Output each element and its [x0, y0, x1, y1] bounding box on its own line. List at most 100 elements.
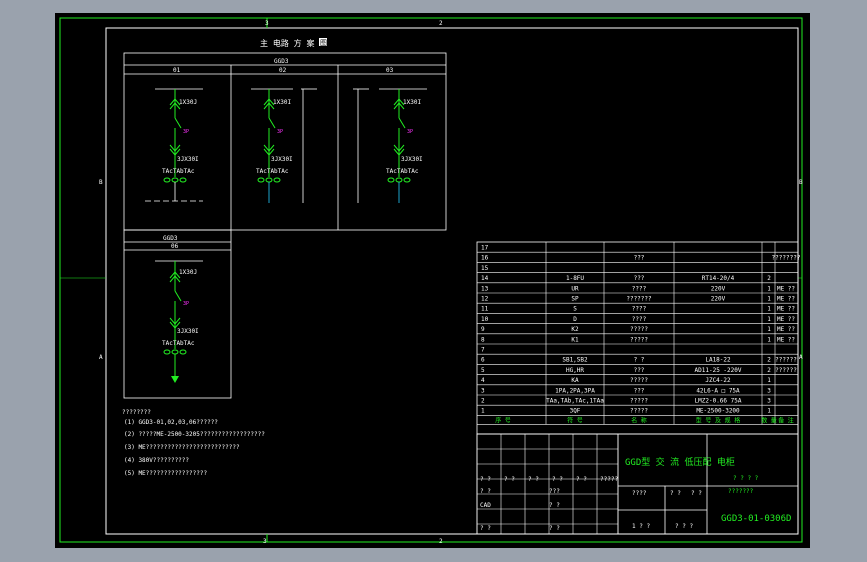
bom-row-number: 16 [481, 255, 489, 262]
bom-cell: 3QF [570, 408, 581, 415]
ct-symbol [163, 177, 171, 183]
bom-cell: LMZ2-0.66 75A [695, 398, 742, 405]
title-block: GGD型 交 流 低压配 电柜 ? ? ? ? ??????? GGD3-01-… [476, 433, 799, 535]
tb-cell: CAD [480, 502, 491, 509]
bom-row-number: 9 [481, 326, 485, 333]
scheme-table [123, 52, 447, 231]
bom-cell: ME ?? [777, 336, 795, 343]
cabinet-type: GGD3 [163, 235, 178, 242]
technical-notes: ???????? (1) GGD3-01,02,03,06?????? (2) … [122, 409, 265, 477]
bom-row-number: 1 [481, 408, 485, 415]
zone-label: 2 [439, 538, 443, 545]
ct-symbol [171, 349, 179, 355]
disconnector-symbol [169, 144, 181, 156]
bom-row-number: 11 [481, 306, 489, 313]
ct-symbol [265, 177, 273, 183]
drawing-name-sub: ??????? [728, 488, 754, 495]
tb-cell: 1 ? ? [632, 523, 650, 530]
outer-frame [59, 17, 803, 543]
scheme-title-cont: 图 [320, 39, 327, 47]
bom-cell: 2 [767, 275, 771, 282]
bom-row-number: 10 [481, 316, 489, 323]
bom-cell: ???? [632, 285, 647, 292]
bom-row-number: 8 [481, 336, 485, 343]
bom-header-cell: 型 号 及 规 格 [696, 416, 740, 424]
ct-label: TAcTAbTAc [386, 168, 419, 175]
scheme-column-label: 06 [171, 243, 179, 250]
tb-cell: ? ? [480, 525, 491, 532]
bom-cell: ME ?? [777, 326, 795, 333]
breaker-symbol [398, 117, 406, 129]
bom-cell: ????? [630, 377, 648, 384]
breaker-symbol [174, 290, 182, 302]
bus-label: 3JX30I [177, 328, 199, 335]
bom-cell: HG,HR [566, 367, 584, 374]
drawing-sheet: 3 2 3 2 B A B A 主 电路 方 案 图 GGD3 01 02 03… [55, 13, 810, 548]
bom-cell: SP [571, 296, 579, 303]
breaker-label: 3P [407, 129, 413, 135]
bom-row-number: 17 [481, 245, 489, 252]
disconnector-symbol [393, 98, 405, 110]
switch-label: 1X30I [403, 99, 421, 106]
bom-cell: 1 [767, 296, 771, 303]
scheme-title: 主 电路 方 案 [260, 38, 314, 48]
bom-cell: ME ?? [777, 285, 795, 292]
breaker-symbol [268, 117, 276, 129]
bom-cell: ????? [630, 408, 648, 415]
bom-cell: ME ?? [777, 296, 795, 303]
tb-cell: ? ? [549, 502, 560, 509]
switch-label: 1X30J [179, 269, 197, 276]
bom-cell: 2 [767, 367, 771, 374]
ct-symbol [395, 177, 403, 183]
drawing-canvas: 3 2 3 2 B A B A 主 电路 方 案 图 GGD3 01 02 03… [59, 17, 803, 545]
note-line: (2) ?????ME-2500-3205?????????????????? [124, 431, 265, 438]
zone-label: A [99, 354, 103, 361]
bom-cell: K2 [571, 326, 579, 333]
tb-cell: ? ? [480, 476, 491, 483]
bom-row-number: 15 [481, 265, 489, 272]
ct-symbol [273, 177, 281, 183]
bom-cell: 3 [767, 398, 771, 405]
title-marker [319, 38, 327, 46]
zone-label: 3 [265, 20, 269, 27]
tb-cell: ? ? [480, 488, 491, 495]
bus-label: 3JX30I [401, 156, 423, 163]
bom-cell: ???????? [772, 255, 801, 262]
scheme-table-lower [123, 229, 232, 399]
tb-cell: ? ? [528, 476, 539, 483]
bom-cell: ???? [632, 316, 647, 323]
scheme-column-label: 01 [173, 67, 181, 74]
bus-label: 3JX30I [271, 156, 293, 163]
bom-cell: 1 [767, 326, 771, 333]
bom-cell: ?????? [775, 357, 797, 364]
tb-cell: ????? [600, 476, 618, 483]
bom-cell: AD11-25 -220V [695, 367, 742, 374]
bom-cell: 1 [767, 408, 771, 415]
circuit-panel: 1X30J 3P 3JX30I TAcTAbTAc [155, 260, 203, 383]
tb-cell: ? ? [576, 476, 587, 483]
bom-cell: KA [571, 377, 579, 384]
bom-cell: 1 [767, 285, 771, 292]
tb-cell: ? ? [549, 525, 560, 532]
bom-cell: TAa,TAb,TAc,1TAa [546, 398, 604, 405]
bom-header-cell: 符 号 [567, 416, 583, 424]
ct-label: TAcTAbTAc [256, 168, 289, 175]
bom-cell: ??????? [626, 296, 652, 303]
bom-header-cell: 数 量 [761, 416, 777, 424]
ct-symbol [179, 177, 187, 183]
zone-label: B [799, 179, 803, 186]
disconnector-symbol [169, 98, 181, 110]
bom-row-number: 3 [481, 387, 485, 394]
disconnector-symbol [263, 98, 275, 110]
ct-symbol [163, 349, 171, 355]
bom-cell: K1 [571, 336, 579, 343]
bom-cell: SB1,SB2 [562, 357, 588, 364]
zone-label: A [799, 354, 803, 361]
breaker-label: 3P [183, 129, 189, 135]
bom-cell: 1-8FU [566, 275, 584, 282]
note-line: (3) ME?????????????????????????? [124, 444, 240, 451]
scheme-column-label: 02 [279, 67, 287, 74]
bom-row-number: 13 [481, 285, 489, 292]
notes-heading: ???????? [122, 409, 151, 416]
tb-cell: ? ? [552, 476, 563, 483]
